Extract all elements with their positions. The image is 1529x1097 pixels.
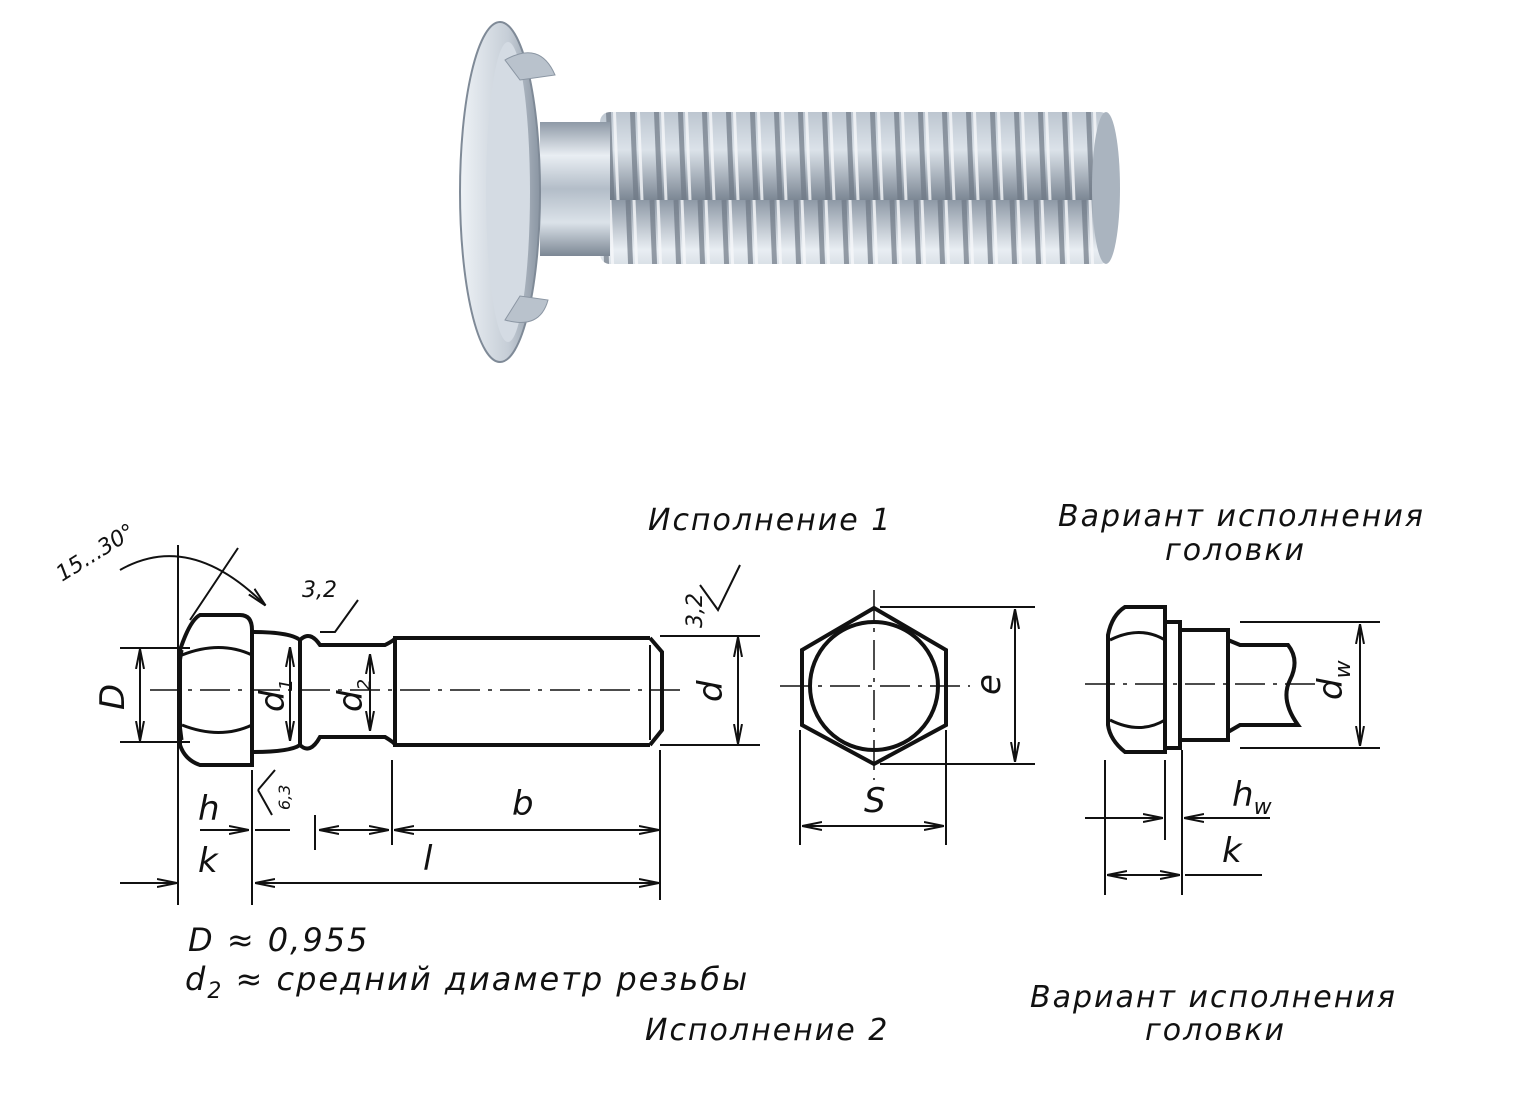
label-d2-sub: 2 [354,679,375,690]
label-roughness-b: 3,2 [683,593,708,628]
bolt-side-view [150,613,680,767]
label-head-variant-top-line2: головки [1165,533,1306,568]
note-D: D ≈ 0,955 [188,921,369,959]
label-d1-main: d [253,690,293,712]
label-angle: 15...30° [52,519,140,587]
label-D: D [93,684,133,710]
note-d2: d2 ≈ средний диаметр резьбы [185,960,749,1004]
label-b: b [512,784,534,824]
label-roughness-c: 6,3 [275,785,294,810]
label-k: k [198,841,219,881]
label-execution-1: Исполнение 1 [648,503,892,538]
note-d2-rest: ≈ средний диаметр резьбы [223,960,749,998]
label-roughness-a: 3,2 [302,578,337,603]
note-d2-main: d [185,960,207,998]
label-hw: hw [1232,775,1273,820]
label-d2-main: d [331,690,371,712]
label-s: S [864,781,886,821]
label-head-variant-bottom-line2: головки [1145,1013,1286,1048]
label-dw-sub: w [1331,659,1356,678]
label-hw-main: h [1232,775,1254,815]
label-k-variant: k [1222,831,1243,871]
label-dw: dw [1311,659,1356,700]
label-head-variant-bottom-line1: Вариант исполнения [1030,980,1397,1015]
label-d1-sub: 1 [276,679,297,690]
label-dw-main: d [1311,678,1351,700]
hex-top-view [780,590,1035,845]
dimension-lines-left [119,545,760,905]
label-head-variant-top-line1: Вариант исполнения [1058,499,1425,534]
head-variant-view [1085,605,1380,895]
label-d2: d2 [331,679,375,712]
label-execution-2: Исполнение 2 [645,1013,889,1048]
label-h: h [198,789,220,829]
label-hw-sub: w [1254,795,1273,820]
note-d2-sub: 2 [207,979,223,1004]
label-d: d [691,680,731,702]
label-d1: d1 [253,679,297,712]
bolt-photo [459,21,1120,363]
label-e: e [969,674,1009,695]
label-l: l [423,839,433,879]
